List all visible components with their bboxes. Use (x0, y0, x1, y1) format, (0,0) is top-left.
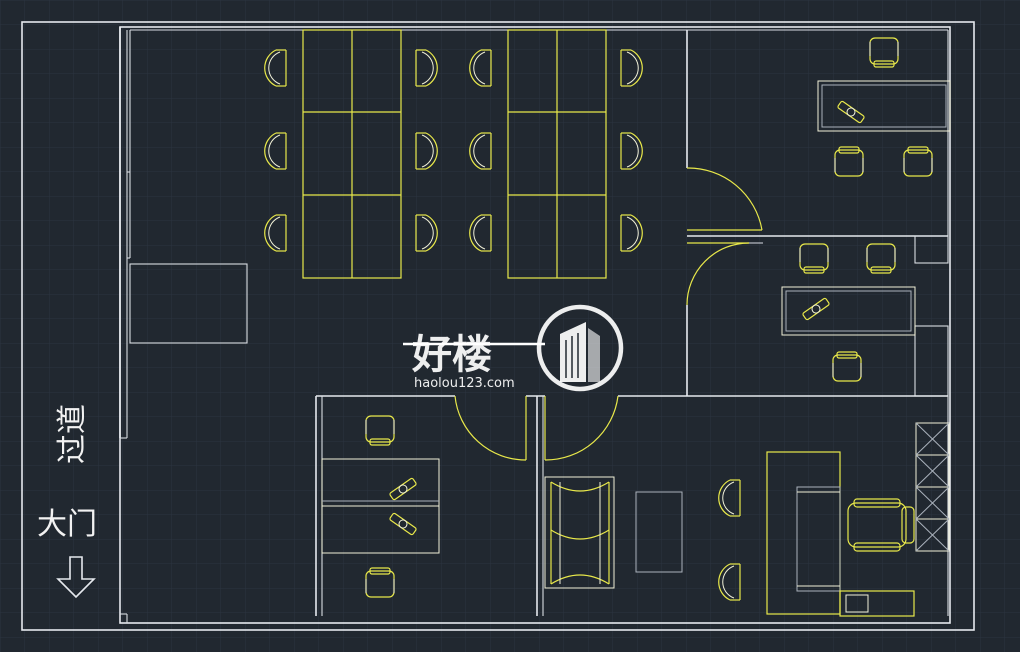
reception-counter (129, 263, 248, 344)
watermark-url: haolou123.com (414, 376, 515, 391)
down-arrow-icon (56, 556, 96, 599)
watermark: 好楼 haolou123.com (403, 304, 624, 392)
watermark-brand: 好楼 (411, 332, 492, 378)
doors (454, 167, 763, 461)
open-office-desks (302, 29, 607, 279)
corridor-text: 过道 (55, 404, 90, 464)
small-office (321, 415, 440, 598)
partitions (129, 29, 949, 616)
main-door-label: 大门 (37, 507, 97, 542)
executive-office (544, 422, 950, 617)
outer-walls (21, 21, 975, 631)
manager-office-1 (817, 37, 951, 177)
building-icon (536, 304, 624, 392)
manager-office-2 (781, 243, 916, 382)
corridor-label: 过道 (55, 404, 90, 464)
